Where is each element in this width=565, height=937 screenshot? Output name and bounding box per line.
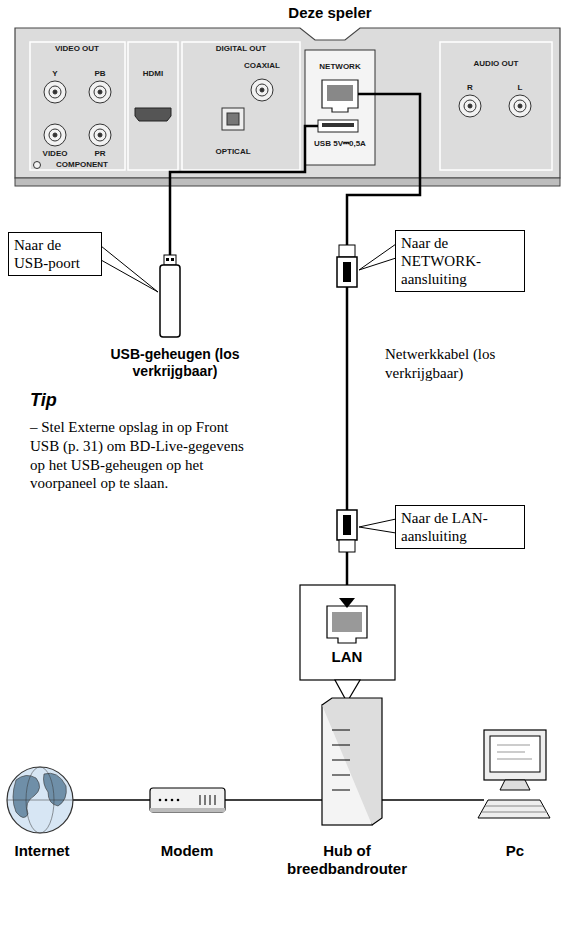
player-panel [15,28,560,178]
panel-label: COMPONENT [42,161,122,169]
cable-plug [337,257,357,287]
callout-box: Naar de USB-poort [8,232,102,276]
usb-stick-dot [166,258,169,261]
modem-icon [150,788,225,812]
usb-cable [170,126,318,255]
lan-detail-box [300,585,395,680]
audio-out-frame [440,42,552,170]
callout-pointer [359,244,396,270]
network-frame [305,50,375,165]
jack-label: PB [85,70,115,78]
panel-label: HDMI [130,70,176,78]
optical-port-inner [227,113,239,125]
lan-port [327,606,367,643]
jack-label: COAXIAL [232,62,292,70]
video-out-frame [30,42,125,170]
jack-label: Y [40,70,70,78]
network-line [372,799,484,801]
cable-label: Netwerkkabel (los verkrijgbaar) [385,345,550,383]
device-label: Internet [2,842,82,860]
network-line [73,799,150,801]
network-port-inner [327,85,353,101]
cable-plug [337,510,357,540]
hub-icon [322,698,382,825]
panel-foot [15,178,560,186]
callout-box: Naar de LAN-aansluiting [395,505,525,549]
jack-label: OPTICAL [203,148,263,156]
cable-plug-core [343,515,351,535]
callout-pointer [101,246,158,292]
jack-label: PR [85,150,115,158]
channel-label: R [460,84,480,92]
network-line [225,799,322,801]
pc-icon [478,730,550,818]
usb-port-inner [322,123,354,127]
cable-plug [339,245,355,257]
cable-plug [339,540,355,552]
port-label: USB 5V⎓0,5A [307,140,373,148]
device-label: Pc [485,842,545,860]
usb-stick-dot [171,258,174,261]
callout-box: Naar de NETWORK-aansluiting [395,230,525,292]
device-label: USB-geheugen (los verkrijgbaar) [100,346,250,380]
tip-text: – Stel Externe opslag in op Front USB (p… [30,418,245,493]
jack-label: VIDEO [35,150,75,158]
coaxial-jack [251,79,273,101]
usb-stick [160,265,180,337]
tip-heading: Tip [30,390,110,411]
network-cable [346,287,349,510]
panel-label: AUDIO OUT [446,60,546,68]
panel-label: NETWORK [307,63,373,71]
port-label: LAN [307,648,387,666]
panel-label: VIDEO OUT [32,45,122,53]
audio-jacks [459,95,531,117]
callout-text: Naar de NETWORK-aansluiting [401,234,519,288]
panel-label: DIGITAL OUT [186,45,296,53]
cable-plug-core [343,262,351,282]
device-label: Hub of breedbandrouter [272,842,422,878]
device-label: Modem [142,842,232,860]
diagram-title: Deze speler [230,4,430,21]
optical-port [222,108,244,130]
network-port [322,80,358,112]
usb-stick-plug [164,255,176,265]
network-cable [347,94,420,245]
arrow-head [339,598,355,608]
hdmi-frame [128,42,178,170]
callout-text: Naar de LAN-aansluiting [401,509,519,545]
channel-label: L [510,84,530,92]
callout-pointer [359,519,396,533]
globe-icon [7,767,73,833]
lan-port-inner [332,612,362,632]
callout-text: Naar de USB-poort [14,236,96,272]
hdmi-port [135,108,171,121]
usb-port [318,120,358,132]
digital-out-frame [182,42,300,170]
